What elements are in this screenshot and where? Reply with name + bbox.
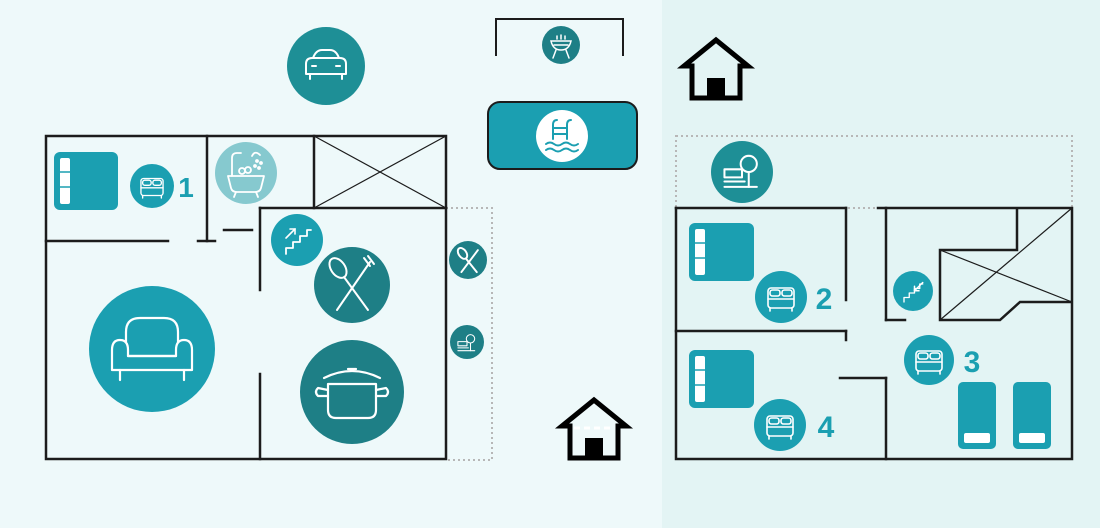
dotted-terrace-top — [675, 135, 1073, 209]
single-bed-room-2[interactable] — [689, 223, 754, 281]
room-number-2: 2 — [816, 283, 833, 316]
dining-badge[interactable] — [314, 247, 390, 323]
barbecue-area — [495, 18, 624, 64]
stairs-up-badge[interactable] — [271, 214, 323, 266]
right-building: 2 4 3 — [674, 135, 1074, 461]
terrace-badge[interactable] — [450, 325, 484, 359]
single-bed-icon — [695, 356, 705, 402]
room-number-1: 1 — [178, 172, 194, 203]
barbecue-badge[interactable] — [542, 26, 580, 64]
bathroom-badge[interactable] — [215, 142, 277, 204]
bedroom-3-badge[interactable] — [904, 335, 954, 385]
kitchen-badge[interactable] — [300, 340, 404, 444]
bedroom-1-badge[interactable] — [130, 164, 174, 208]
garden-terrace-badge[interactable] — [711, 141, 773, 203]
cooking-pot-icon — [314, 367, 390, 420]
living-room-badge[interactable] — [89, 286, 215, 412]
stairs-up-icon — [285, 228, 312, 255]
dining-icon — [328, 255, 375, 311]
single-bed-room-4[interactable] — [689, 350, 754, 408]
single-bed-room-3-a[interactable] — [958, 382, 996, 449]
swimming-pool[interactable] — [487, 101, 638, 170]
swimming-pool-icon — [545, 119, 579, 153]
single-bed-icon — [695, 229, 705, 275]
room-number-4: 4 — [818, 411, 835, 444]
stairs-down-badge[interactable] — [893, 271, 933, 311]
single-bed-icon — [60, 158, 70, 204]
pillow-icon — [1019, 433, 1045, 443]
single-bed-room-3-b[interactable] — [1013, 382, 1051, 449]
stairs-down-icon — [903, 281, 924, 303]
pillow-icon — [964, 433, 990, 443]
left-building: 1 — [44, 134, 493, 461]
car-icon — [305, 49, 347, 80]
barbecue-icon — [550, 34, 572, 59]
room-number-3: 3 — [964, 346, 981, 379]
single-bed-room-1[interactable] — [54, 152, 118, 210]
bedroom-2-badge[interactable] — [755, 271, 807, 323]
armchair-icon — [110, 316, 194, 382]
terrace-dining-badge[interactable] — [449, 241, 487, 279]
dining-icon-small — [456, 247, 479, 274]
house-icon-bottom — [562, 400, 626, 458]
parking-badge[interactable] — [287, 27, 365, 105]
bedroom-4-badge[interactable] — [754, 399, 806, 451]
bathtub-icon — [227, 151, 265, 198]
